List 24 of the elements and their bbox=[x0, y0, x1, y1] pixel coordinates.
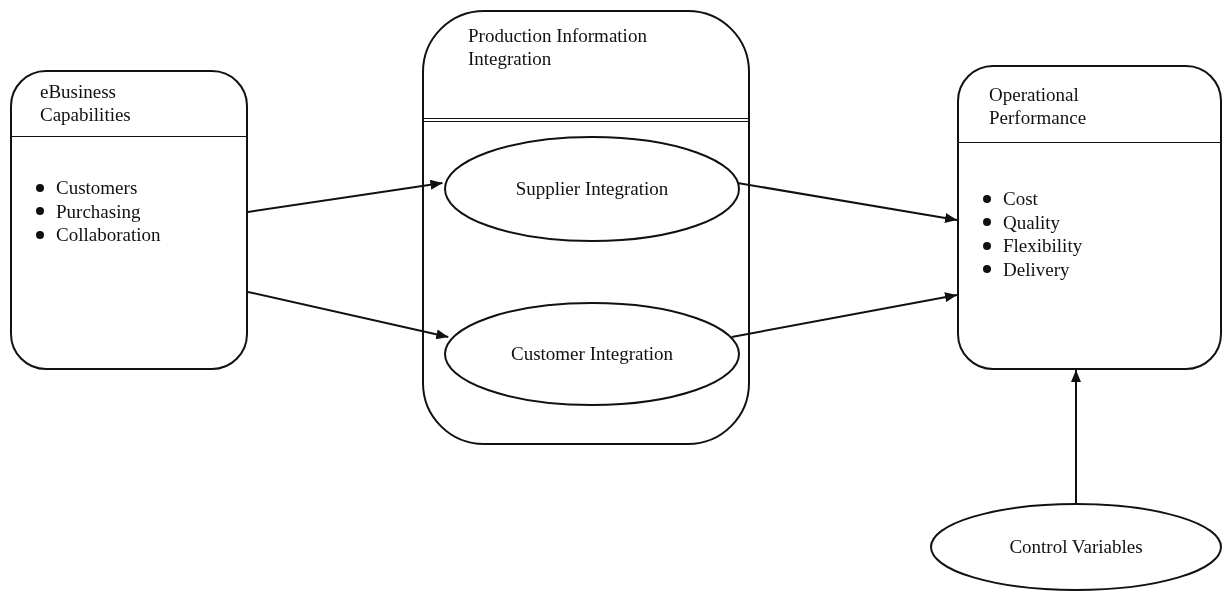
bullet-item: Purchasing bbox=[56, 199, 141, 223]
bullet-item: Collaboration bbox=[56, 223, 161, 247]
arrow bbox=[1071, 369, 1081, 504]
group-container bbox=[422, 10, 750, 445]
box-heading: Operational Performance bbox=[989, 83, 1088, 129]
node-label: Supplier Integration bbox=[514, 177, 670, 201]
arrow bbox=[247, 291, 450, 340]
rounded-box bbox=[10, 70, 248, 370]
ellipse-node bbox=[444, 302, 740, 406]
arrow bbox=[247, 179, 444, 213]
bullet-item: Flexibility bbox=[1003, 234, 1083, 258]
node-label: Customer Integration bbox=[510, 342, 674, 366]
rounded-box bbox=[957, 65, 1222, 370]
node-label: Control Variables bbox=[1008, 535, 1144, 559]
ellipse-node bbox=[930, 503, 1222, 591]
bullet-item: Quality bbox=[1003, 210, 1060, 234]
arrow bbox=[736, 182, 958, 223]
ellipse-node bbox=[444, 136, 740, 242]
box-heading: eBusiness Capabilities bbox=[40, 80, 132, 126]
bullet-item: Delivery bbox=[1003, 257, 1070, 281]
bullet-item: Customers bbox=[56, 176, 138, 200]
box-heading: Production Information Integration bbox=[468, 24, 648, 70]
arrow bbox=[730, 292, 958, 338]
bullet-item: Cost bbox=[1003, 187, 1038, 211]
